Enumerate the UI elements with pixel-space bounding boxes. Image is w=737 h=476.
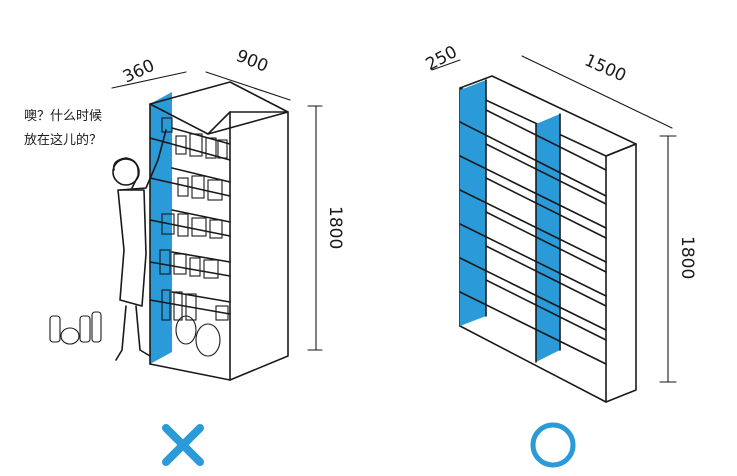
speech-line-2: 放在这儿的？ — [24, 132, 102, 148]
wide-shelf-side-panel — [605, 143, 637, 403]
speech-line-1: 噢？什么时候 — [24, 109, 102, 124]
circle-icon — [530, 422, 576, 468]
shelf-width-label: 900 — [233, 46, 271, 77]
person-searching-illustration — [112, 117, 173, 361]
cluttered-items — [159, 133, 229, 357]
shelf-depth-label: 360 — [120, 56, 158, 88]
floor-bottles — [49, 311, 102, 345]
shallow-shelf-illustration: 250 1500 1800 — [423, 42, 697, 403]
deep-shelf-dimensions — [111, 71, 323, 351]
shelf-side-panel — [229, 111, 289, 381]
shelf-inner-shadow — [150, 92, 172, 364]
wide-height-label: 1800 — [677, 236, 697, 279]
wide-depth-label: 250 — [423, 42, 461, 75]
shelf-height-label: 1800 — [325, 206, 345, 249]
wide-shelf-boards — [459, 109, 607, 365]
wide-width-label: 1500 — [581, 51, 629, 87]
deep-shelf-illustration: 360 900 1800 — [111, 46, 345, 381]
shallow-shelf-dimensions — [431, 55, 677, 383]
shelf-blue-dividers — [460, 79, 561, 363]
cross-icon — [162, 424, 204, 466]
